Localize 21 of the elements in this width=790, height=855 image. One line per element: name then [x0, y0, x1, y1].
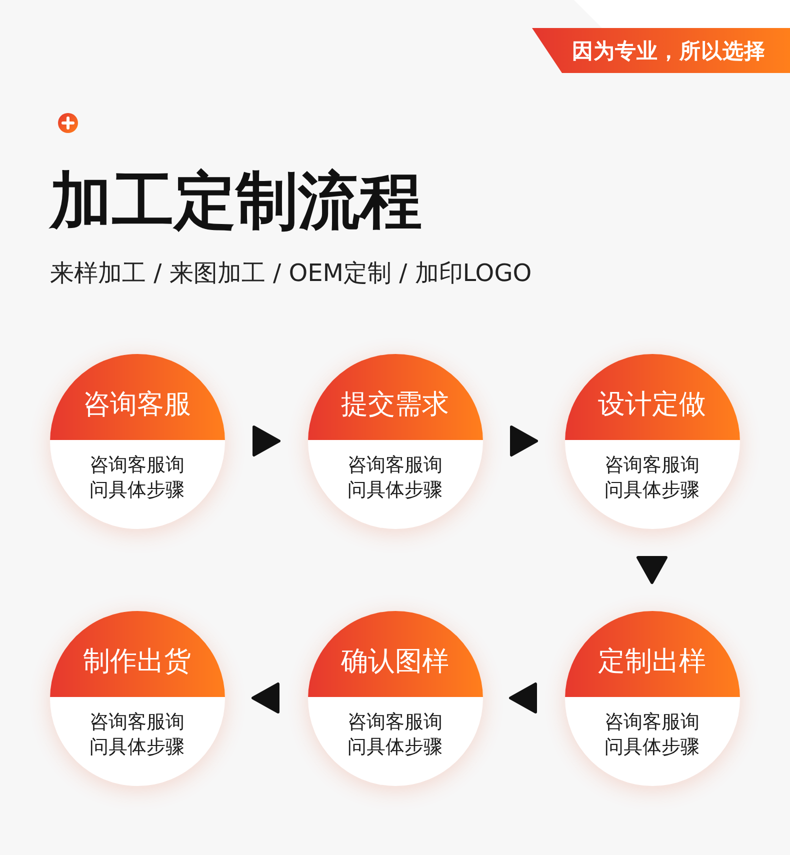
step-description: 咨询客服询问具体步骤 — [88, 452, 186, 502]
flow-arrow — [510, 426, 538, 456]
flow-arrow — [509, 682, 537, 714]
step-title: 确认图样 — [341, 646, 449, 678]
step-description: 咨询客服询问具体步骤 — [346, 710, 444, 760]
page-title: 加工定制流程 — [50, 165, 422, 237]
flow-arrow — [252, 426, 280, 456]
step-description: 咨询客服询问具体步骤 — [88, 710, 186, 760]
step-title: 定制出样 — [598, 646, 706, 678]
service-subtitle: 来样加工 / 来图加工 / OEM定制 / 加印LOGO — [50, 258, 532, 288]
step-description: 咨询客服询问具体步骤 — [603, 452, 700, 502]
slogan-banner — [532, 28, 790, 73]
flow-arrow — [636, 556, 668, 584]
flow-arrow — [252, 682, 280, 714]
step-description: 咨询客服询问具体步骤 — [603, 710, 700, 760]
step-title: 制作出货 — [83, 646, 191, 678]
step-title: 提交需求 — [341, 388, 449, 420]
slogan-text: 因为专业，所以选择 — [572, 38, 766, 64]
step-title: 咨询客服 — [83, 388, 191, 420]
step-title: 设计定做 — [598, 388, 706, 420]
step-description: 咨询客服询问具体步骤 — [346, 452, 444, 502]
